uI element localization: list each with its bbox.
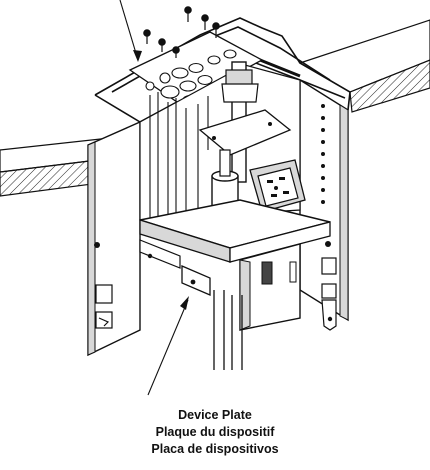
mounting-screws	[143, 6, 220, 58]
device-plate-leader	[147, 296, 189, 396]
caption-french: Plaque du dispositif	[155, 425, 275, 439]
middle-bracket	[198, 109, 292, 156]
lower-junction-box	[239, 243, 301, 331]
conduit-pipes	[213, 290, 243, 370]
box-right-wall	[299, 78, 349, 331]
device-plate	[139, 199, 331, 296]
box-left-wall	[87, 120, 141, 357]
caption-english: Device Plate	[178, 408, 252, 422]
top-plate	[128, 31, 264, 106]
top-callout-leader	[119, 0, 142, 62]
receptacle	[249, 159, 306, 213]
caption-spanish: Placa de dispositivos	[151, 442, 279, 456]
